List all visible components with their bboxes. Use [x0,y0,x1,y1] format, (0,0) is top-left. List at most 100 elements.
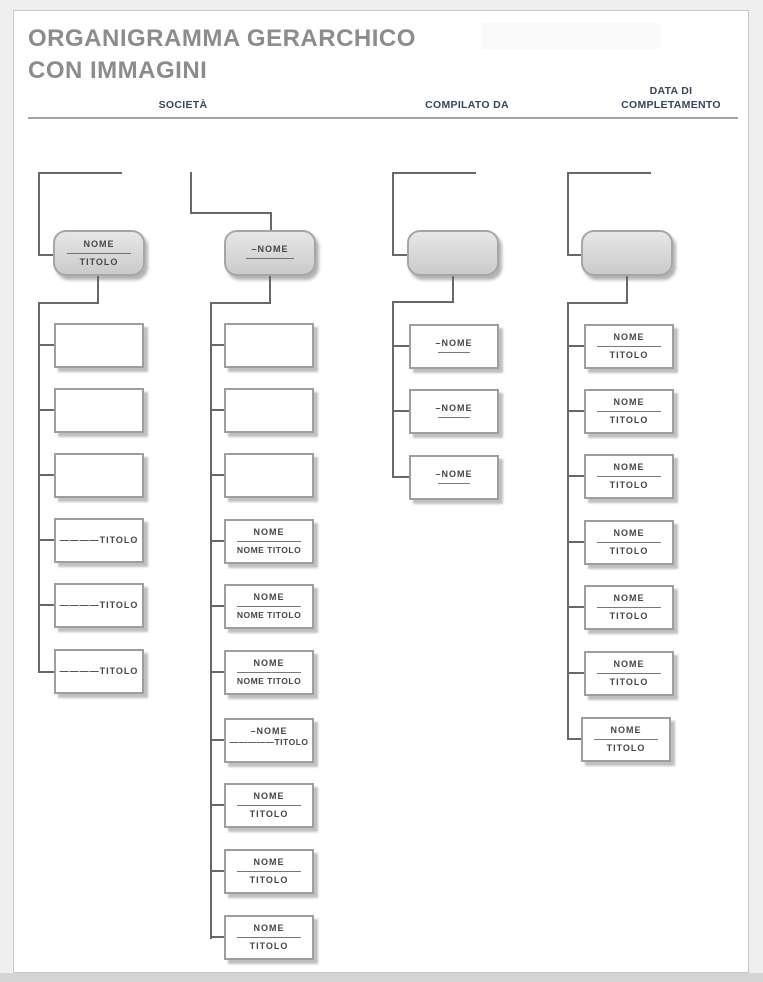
connector-line [567,345,584,347]
box-title: TITOLO [249,941,289,951]
org-box[interactable]: NOME ———————— TITOLO [224,915,314,960]
box-title: NOME TITOLO [236,610,302,620]
connector-line [210,302,271,304]
connector-line [567,475,584,477]
connector-line [567,410,584,412]
connector-line [567,738,584,740]
org-box[interactable]: ————TITOLO [54,518,144,563]
field-label-data-di-completamento: DATA DI COMPLETAMENTO [621,85,721,111]
connector-line [452,276,454,303]
org-box[interactable]: –NOME ———— [409,455,499,500]
connector-line [567,302,569,740]
org-box[interactable]: NOME ———————— TITOLO [584,454,674,499]
connector-line [567,254,583,256]
org-box[interactable]: NOME ———————— TITOLO [584,520,674,565]
box-divider: ———————— [597,472,661,481]
org-box[interactable]: NOME ———————— NOME TITOLO [224,650,314,695]
connector-line [210,409,224,411]
org-box[interactable]: NOME ———————— TITOLO [224,849,314,894]
header-rule [28,117,738,119]
box-name: –NOME [435,468,473,479]
page-title-line2: CON IMMAGINI [28,56,208,84]
field-label-societa: SOCIETÀ [158,99,208,111]
org-box[interactable]: ————TITOLO [54,583,144,628]
box-name: NOME [613,332,645,342]
org-box[interactable]: –NOME —————TITOLO [224,718,314,763]
org-root-box[interactable]: NOME ———————— TITOLO [53,230,145,276]
org-box[interactable]: ————TITOLO [54,649,144,694]
org-box[interactable]: –NOME ———— [409,389,499,434]
connector-line [210,870,224,872]
connector-line [567,672,584,674]
org-box[interactable]: NOME ———————— NOME TITOLO [224,584,314,629]
connector-line [392,172,476,174]
org-box[interactable] [54,453,144,498]
box-divider: ———————— [237,933,301,942]
root-name: NOME [83,238,115,249]
connector-line [38,604,54,606]
connector-line [38,302,40,673]
org-box[interactable]: NOME ———————— TITOLO [584,324,674,369]
org-box[interactable]: NOME ———————— TITOLO [584,651,674,696]
connector-line [210,936,224,938]
org-box[interactable] [224,323,314,368]
org-box[interactable] [224,388,314,433]
connector-line [190,172,192,214]
root-divider: ———————— [67,248,131,258]
connector-line [210,344,224,346]
connector-line [38,409,54,411]
box-title: TITOLO [249,875,289,885]
org-box[interactable]: NOME ———————— NOME TITOLO [224,519,314,564]
page-title: ORGANIGRAMMA GERARCHICO CON IMMAGINI [28,23,458,86]
org-box[interactable] [54,388,144,433]
connector-line [567,541,584,543]
org-box[interactable]: NOME ———————— TITOLO [584,585,674,630]
org-root-box[interactable]: –NOME —————— [224,230,316,276]
connector-line [626,276,628,304]
box-name: NOME [613,462,645,472]
connector-line [210,302,212,939]
connector-line [567,172,569,256]
box-name: NOME [610,725,642,735]
box-name: NOME [253,592,285,602]
connector-line [38,172,122,174]
box-name: NOME [253,857,285,867]
document-page: ORGANIGRAMMA GERARCHICO CON IMMAGINI SOC… [13,10,749,973]
box-title: NOME TITOLO [236,676,302,686]
org-box[interactable]: –NOME ———— [409,324,499,369]
page-bottom-gutter [0,973,763,982]
root-dash: —————— [246,254,294,263]
org-box[interactable]: NOME ———————— TITOLO [581,717,671,762]
org-box[interactable] [224,453,314,498]
box-divider: ———————— [597,538,661,547]
box-title: TITOLO [609,546,649,556]
connector-line [38,539,54,541]
box-divider: ———————— [237,602,301,611]
box-dash: ———— [438,412,470,422]
connector-line [38,172,40,256]
box-name: NOME [253,658,285,668]
connector-line [38,344,54,346]
box-divider: ———————— [597,407,661,416]
connector-line [97,276,99,304]
connector-line [567,606,584,608]
root-name: –NOME [251,244,289,254]
box-title: TITOLO [249,809,289,819]
connector-line [210,671,224,673]
connector-line [38,302,99,304]
box-name: NOME [613,397,645,407]
box-name: NOME [253,791,285,801]
header-placeholder-band [481,23,661,49]
org-box[interactable]: NOME ———————— TITOLO [224,783,314,828]
box-dash: ———— [438,478,470,488]
connector-line [38,474,54,476]
box-name: –NOME [435,337,473,348]
page-title-line1: ORGANIGRAMMA GERARCHICO [28,25,416,52]
org-box[interactable]: NOME ———————— TITOLO [584,389,674,434]
org-root-box[interactable] [581,230,673,276]
box-divider: ———————— [237,801,301,810]
org-root-box[interactable] [407,230,499,276]
org-box[interactable] [54,323,144,368]
box-dash: ———— [438,347,470,357]
box-title: TITOLO [606,743,646,753]
